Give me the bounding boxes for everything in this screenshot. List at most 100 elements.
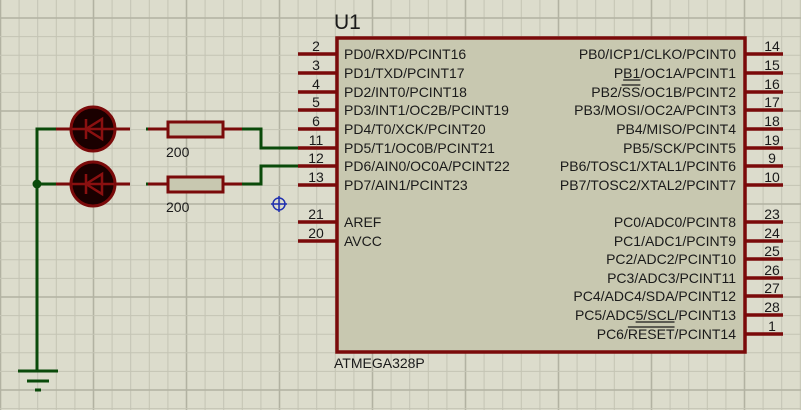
pin-number: 9	[768, 150, 776, 166]
component-part-name: ATMEGA328P	[334, 355, 425, 371]
pin-number: 13	[308, 169, 324, 185]
wire-r2-to-pd6[interactable]	[242, 164, 298, 186]
led-1[interactable]	[69, 105, 117, 153]
component-reference: U1	[334, 11, 361, 34]
pin-label: PB3/MOSI/OC2A/PCINT3	[574, 102, 736, 118]
pin-label: AREF	[344, 214, 381, 230]
pin-1[interactable]: 1	[745, 318, 783, 336]
pin-number: 20	[308, 225, 324, 241]
pin-number: 5	[312, 94, 320, 110]
pin-14[interactable]: 14	[745, 38, 783, 56]
pin-label: PC5/ADC5/SCL/PCINT13	[575, 307, 736, 323]
pin-25[interactable]: 25	[745, 243, 783, 261]
pin-number: 23	[764, 206, 780, 222]
pin-6[interactable]: 6	[298, 113, 337, 131]
pin-27[interactable]: 27	[745, 280, 783, 298]
pin-24[interactable]: 24	[745, 225, 783, 243]
pin-number: 21	[308, 206, 324, 222]
right-pin-labels: PB0/ICP1/CLKO/PCINT0PB1/OC1A/PCINT1PB2/S…	[560, 46, 736, 342]
pin-2[interactable]: 2	[298, 38, 337, 56]
pin-18[interactable]: 18	[745, 113, 783, 131]
pin-label: PD7/AIN1/PCINT23	[344, 177, 468, 193]
pin-4[interactable]: 4	[298, 76, 337, 94]
pin-17[interactable]: 17	[745, 94, 783, 112]
wire-junction	[32, 179, 42, 189]
pin-number: 11	[309, 132, 324, 148]
component-leads	[56, 127, 242, 186]
pin-label: PB5/SCK/PCINT5	[623, 140, 736, 156]
resistor-body	[166, 120, 225, 139]
pin-label: PB1/OC1A/PCINT1	[614, 65, 736, 81]
pin-number: 24	[764, 225, 780, 241]
pin-label: PD4/T0/XCK/PCINT20	[344, 121, 486, 137]
origin-crosshair-icon	[271, 196, 287, 212]
pin-19[interactable]: 19	[745, 132, 783, 150]
pin-number: 17	[764, 94, 780, 110]
left-pins: 2 3 4 5 6 11 12 13 21 20	[298, 38, 337, 243]
resistor-2[interactable]: 200	[166, 175, 225, 215]
pin-number: 15	[764, 57, 780, 73]
pin-label: PC2/ADC2/PCINT10	[606, 251, 736, 267]
resistor-value: 200	[166, 199, 190, 215]
pin-26[interactable]: 26	[745, 262, 783, 280]
pin-11[interactable]: 11	[298, 132, 337, 150]
pin-label: PB6/TOSC1/XTAL1/PCINT6	[560, 158, 736, 174]
pin-label: PD3/INT1/OC2B/PCINT19	[344, 102, 509, 118]
pin-number: 4	[312, 76, 320, 92]
pin-number: 27	[764, 280, 780, 296]
pin-number: 6	[312, 113, 320, 129]
pin-number: 19	[764, 132, 780, 148]
pin-label: AVCC	[344, 233, 382, 249]
pin-number: 12	[308, 150, 324, 166]
chip-body	[335, 36, 747, 354]
pin-number: 1	[768, 318, 776, 334]
pin-9[interactable]: 9	[745, 150, 783, 168]
resistor-value: 200	[166, 144, 190, 160]
pin-label: PB7/TOSC2/XTAL2/PCINT7	[560, 177, 736, 193]
pin-number: 16	[764, 76, 780, 92]
wire-r1-to-pd5[interactable]	[242, 127, 298, 150]
pin-label: PD0/RXD/PCINT16	[344, 46, 466, 62]
pin-number: 28	[764, 299, 780, 315]
diode-symbol-icon	[72, 116, 114, 142]
pin-12[interactable]: 12	[298, 150, 337, 168]
pin-number: 10	[764, 169, 780, 185]
diode-symbol-icon	[72, 171, 114, 197]
pin-label: PC1/ADC1/PCINT9	[614, 233, 736, 249]
pin-label: PC6/RESET/PCINT14	[597, 326, 736, 342]
pin-label: PD5/T1/OC0B/PCINT21	[344, 140, 495, 156]
ground-icon[interactable]	[18, 369, 58, 392]
pin-13[interactable]: 13	[298, 169, 337, 187]
pin-label: PD2/INT0/PCINT18	[344, 84, 467, 100]
pin-label: PC4/ADC4/SDA/PCINT12	[573, 288, 736, 304]
pin-number: 3	[312, 57, 320, 73]
pin-label: PB4/MISO/PCINT4	[616, 121, 736, 137]
pin-number: 26	[764, 262, 780, 278]
pin-label: PC0/ADC0/PCINT8	[614, 214, 736, 230]
pin-23[interactable]: 23	[745, 206, 783, 224]
pin-label: PB2/SS/OC1B/PCINT2	[591, 84, 736, 100]
right-pins: 14 15 16 17 18 19 9 10 23 24 25 26 27 28 1	[745, 38, 783, 336]
pin-number: 18	[764, 113, 780, 129]
pin-3[interactable]: 3	[298, 57, 337, 75]
pin-number: 14	[764, 38, 780, 54]
pin-16[interactable]: 16	[745, 76, 783, 94]
pin-5[interactable]: 5	[298, 94, 337, 112]
pin-label: PC3/ADC3/PCINT11	[607, 270, 736, 286]
pin-21[interactable]: 21	[298, 206, 337, 224]
pin-label: PB0/ICP1/CLKO/PCINT0	[579, 46, 736, 62]
pin-28[interactable]: 28	[745, 299, 783, 317]
resistor-1[interactable]: 200	[166, 120, 225, 160]
pin-20[interactable]: 20	[298, 225, 337, 243]
left-pin-labels: PD0/RXD/PCINT16PD1/TXD/PCINT17PD2/INT0/P…	[344, 46, 510, 249]
resistor-body	[166, 175, 225, 194]
led-2[interactable]	[69, 160, 117, 208]
pin-number: 2	[312, 38, 320, 54]
pin-label: PD6/AIN0/OC0A/PCINT22	[344, 158, 510, 174]
pin-15[interactable]: 15	[745, 57, 783, 75]
pin-label: PD1/TXD/PCINT17	[344, 65, 465, 81]
pin-10[interactable]: 10	[745, 169, 783, 187]
pin-number: 25	[764, 243, 780, 259]
